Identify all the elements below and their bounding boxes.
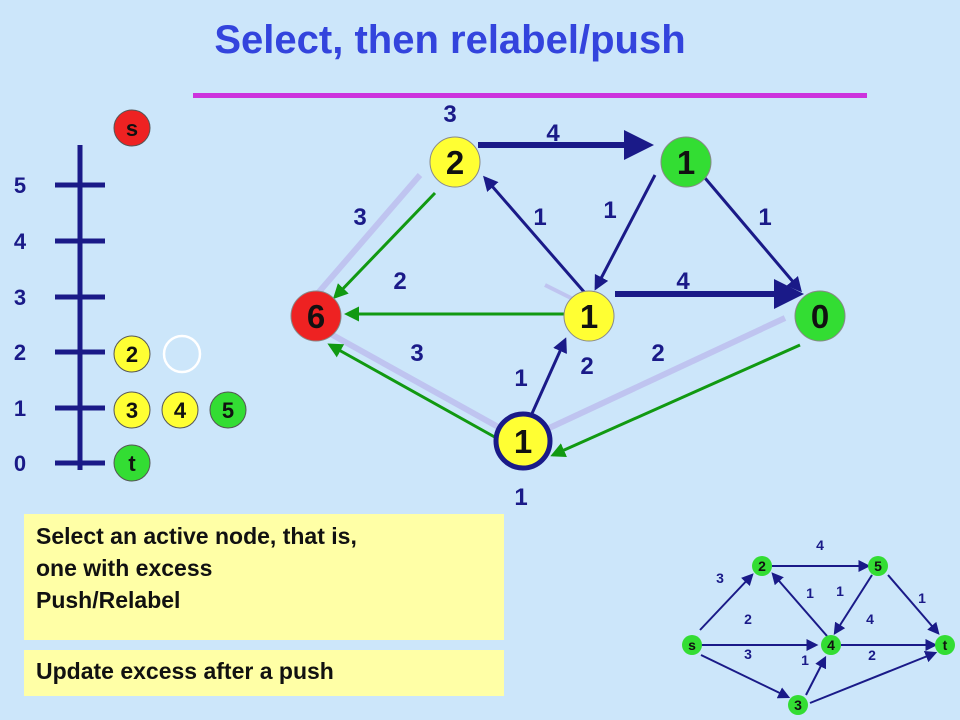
- note-text: Update excess after a push: [36, 658, 334, 684]
- node-n2-label: 2: [446, 144, 464, 181]
- edge-label-n4-n2: 1: [533, 204, 546, 231]
- node-sink-label: 0: [811, 298, 829, 335]
- level-label-1: 1: [14, 396, 26, 421]
- ladder-node-5: [209, 391, 247, 429]
- ladder-empty-slot: [162, 334, 202, 374]
- ladder-node-3-label: 3: [126, 398, 138, 423]
- edge-n4-n2: [483, 175, 587, 294]
- node-n4-label: 1: [580, 298, 598, 335]
- ladder-node-3: [113, 391, 151, 429]
- edge-label-n5-n4: 1: [603, 197, 616, 224]
- level-label-0: 0: [14, 451, 26, 476]
- mini-edge-label-5-4: 1: [836, 583, 844, 599]
- page-title: Select, then relabel/push: [214, 18, 686, 62]
- mini-edge-label-s-2: 3: [716, 570, 724, 586]
- level-label-5: 5: [14, 173, 26, 198]
- highlight-s-n2: [309, 173, 423, 302]
- instruction-line-3: Push/Relabel: [36, 587, 181, 613]
- edge-label-n5-t: 1: [758, 204, 771, 231]
- ladder-sink-node: [113, 444, 151, 482]
- ladder-source-label: s: [126, 116, 138, 141]
- node-sink: [794, 290, 846, 342]
- mini-edge-label-5-t: 1: [918, 590, 926, 606]
- excess-n2: 3: [443, 101, 456, 128]
- mini-node-2: 2: [758, 558, 766, 574]
- node-n3-label: 1: [514, 423, 532, 460]
- instruction-line-2: one with excess: [36, 555, 213, 581]
- edge-label-n4-t: 4: [676, 268, 690, 295]
- graph-nodes: 2 1 6 1 0 1: [290, 136, 846, 471]
- node-source: [290, 290, 342, 342]
- edge-label-n3-t: 2: [651, 340, 664, 367]
- height-ladder: 5 4 3 2 1 0 s 2 3 4 5 t: [14, 109, 247, 482]
- node-n5: [660, 136, 712, 188]
- highlight-n4: [544, 283, 576, 302]
- ladder-sink-label: t: [128, 451, 136, 476]
- mini-node-t: t: [943, 637, 948, 653]
- mini-graph: s 2 5 4 t 3 4 3 2 1 1 1 4 3 1 2: [682, 537, 955, 715]
- level-label-3: 3: [14, 285, 26, 310]
- mini-edge-label-4-2: 1: [806, 585, 814, 601]
- edge-label-n2-n5: 4: [546, 120, 560, 147]
- edge-label-n4-n3: 2: [580, 353, 593, 380]
- level-label-2: 2: [14, 340, 26, 365]
- mini-node-s: s: [688, 637, 696, 653]
- ladder-node-2-label: 2: [126, 342, 138, 367]
- mini-edge-label-3-t: 2: [868, 647, 876, 663]
- highlight-s-n3: [318, 325, 502, 431]
- node-n4: [563, 290, 615, 342]
- node-n3-active: [493, 411, 553, 471]
- ladder-node-5-label: 5: [222, 398, 234, 423]
- edge-n2-s: [332, 191, 437, 300]
- highlight-n3-t: [543, 315, 787, 433]
- ladder-node-2: [113, 335, 151, 373]
- edge-label-n4-s: 3: [410, 340, 423, 367]
- edge-label-n3-n4: 1: [514, 365, 527, 392]
- node-n2: [429, 136, 481, 188]
- mini-edge-label-2-5: 4: [816, 537, 824, 553]
- mini-edge-label-4-t: 4: [866, 611, 874, 627]
- mini-node-5: 5: [874, 558, 882, 574]
- mini-edge-label-s-4: 2: [744, 611, 752, 627]
- mini-edge-label-3-4: 1: [801, 652, 809, 668]
- edge-n5-t: [703, 177, 802, 293]
- note-box: Update excess after a push: [24, 650, 504, 696]
- instruction-line-1: Select an active node, that is,: [36, 523, 357, 549]
- edge-t-n3: [550, 343, 801, 457]
- mini-node-4: 4: [827, 637, 835, 653]
- edge-n5-n4: [594, 174, 657, 291]
- edge-label-s-n2: 3: [353, 204, 366, 231]
- edge-n3-n4: [528, 337, 567, 419]
- level-label-4: 4: [14, 229, 27, 254]
- node-n5-label: 1: [677, 144, 695, 181]
- graph-edges: [309, 130, 804, 457]
- node-source-label: 6: [307, 298, 325, 335]
- ladder-node-4-label: 4: [174, 398, 187, 423]
- ladder-source-node: [113, 109, 151, 147]
- title-divider: [193, 93, 867, 98]
- instruction-box: Select an active node, that is, one with…: [24, 514, 504, 640]
- edge-label-n2-s: 2: [393, 268, 406, 295]
- mini-edge-label-s-3: 3: [744, 646, 752, 662]
- ladder-node-4: [161, 391, 199, 429]
- graph-labels: 3 1 4 3 2 1 1 1 4 3 1 2 2: [353, 101, 771, 511]
- edge-n3-s: [327, 343, 501, 442]
- mini-node-3: 3: [794, 697, 802, 713]
- excess-n3: 1: [514, 484, 527, 511]
